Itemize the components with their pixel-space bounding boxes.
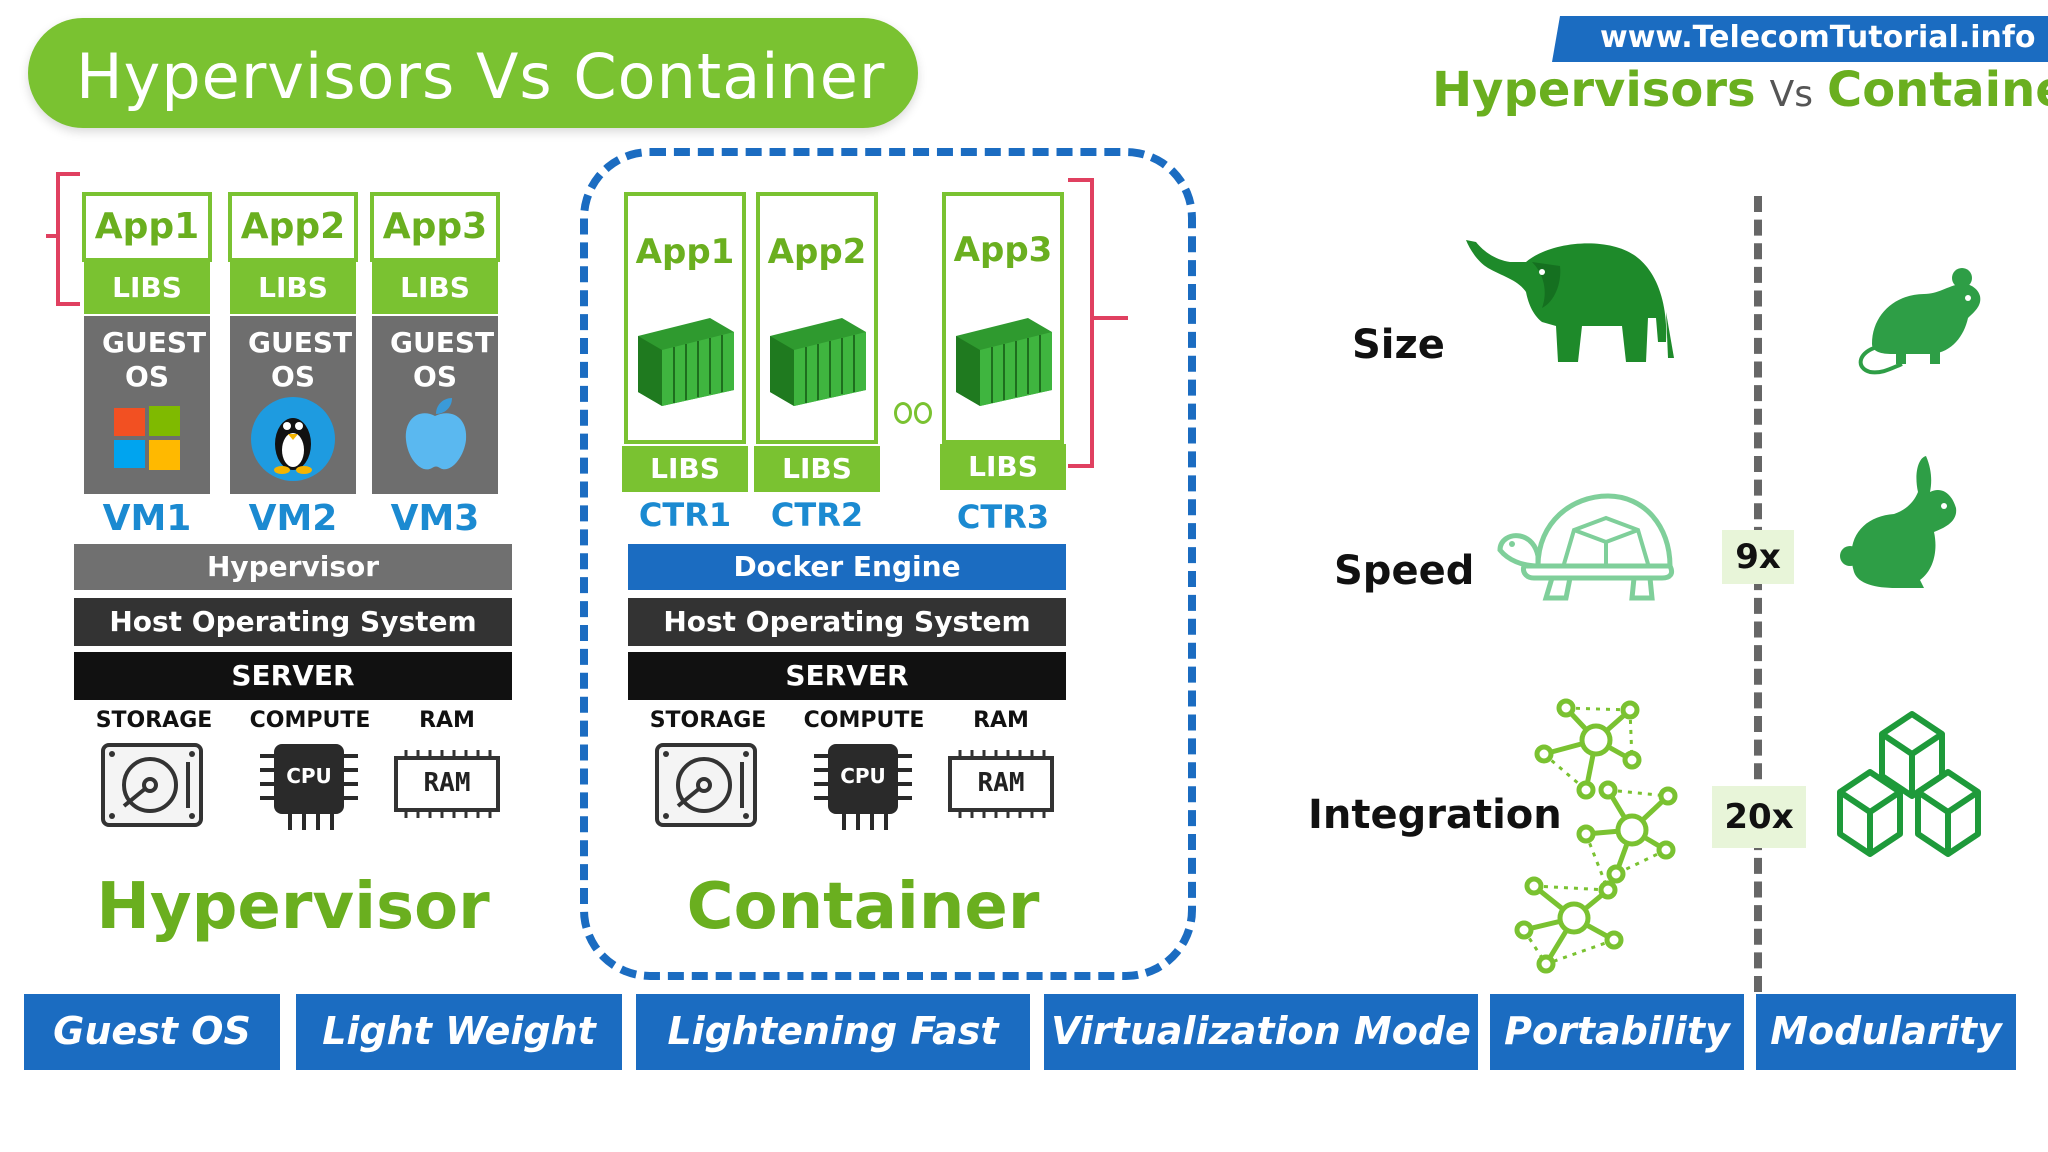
ctr1-libs: LIBS: [622, 446, 748, 492]
ellipsis-dot: [914, 402, 932, 424]
tab-virtualization-mode[interactable]: Virtualization Mode: [1044, 994, 1478, 1070]
tab-guest-os[interactable]: Guest OS: [24, 994, 280, 1070]
vm2-app: App2: [228, 192, 358, 262]
compute-label-left: COMPUTE: [249, 708, 371, 733]
ram-icon-left: RAM: [392, 746, 502, 822]
cpu-icon-right: CPU: [806, 740, 920, 836]
host-os-layer-right: Host Operating System: [628, 598, 1066, 646]
rabbit-icon: [1840, 456, 1957, 588]
ram-label-right: RAM: [973, 708, 1029, 733]
vm1-guest-os-label: GUEST OS: [102, 326, 207, 393]
cpu-text-right: CPU: [840, 764, 886, 788]
vm1-app: App1: [82, 192, 212, 262]
storage-label-right: STORAGE: [649, 708, 767, 733]
size-label: Size: [1352, 322, 1445, 368]
ctr2-libs: LIBS: [754, 446, 880, 492]
subtitle-right: Container: [1826, 62, 2048, 118]
vm-bracket-tip: [46, 234, 58, 238]
tab-modularity[interactable]: Modularity: [1756, 994, 2016, 1070]
elephant-icon: [1466, 240, 1674, 362]
title-banner: [28, 18, 918, 128]
vm3-app: App3: [370, 192, 500, 262]
windows-icon: [114, 406, 180, 470]
tab-lightening-fast[interactable]: Lightening Fast: [636, 994, 1030, 1070]
container-bracket-tip: [1090, 316, 1128, 320]
ram-text-left: RAM: [423, 768, 471, 798]
ram-label-left: RAM: [419, 708, 475, 733]
integration-multiplier: 20x: [1712, 786, 1806, 848]
vm3-label: VM3: [390, 498, 480, 539]
shipping-container-icon: [770, 318, 866, 406]
shipping-container-icon: [638, 318, 734, 406]
host-os-layer-left: Host Operating System: [74, 598, 512, 646]
ctr3-label: CTR3: [956, 498, 1050, 536]
ctr1-box: [624, 192, 746, 444]
tab-light-weight[interactable]: Light Weight: [296, 994, 622, 1070]
storage-icon: [101, 743, 203, 827]
compute-label-right: COMPUTE: [803, 708, 925, 733]
cubes-icon: [1837, 711, 1981, 857]
container-dashed-frame: [580, 148, 1196, 980]
ctr2-box: [756, 192, 878, 444]
ctr3-app: App3: [953, 230, 1053, 270]
ctr1-app: App1: [635, 232, 735, 272]
hypervisor-layer: Hypervisor: [74, 544, 512, 590]
vm2-guest-os-label: GUEST OS: [248, 326, 353, 393]
ctr3-libs: LIBS: [940, 444, 1066, 490]
ctr2-app: App2: [767, 232, 867, 272]
cpu-icon-left: CPU: [252, 740, 366, 836]
network-nodes-icon: [1514, 698, 1678, 974]
vm1-libs: LIBS: [84, 262, 210, 314]
vm-bracket: [56, 172, 80, 306]
storage-icon: [655, 743, 757, 827]
vm2-guest-os: GUEST OS: [230, 316, 356, 494]
storage-label-left: STORAGE: [95, 708, 213, 733]
ram-text-right: RAM: [977, 768, 1025, 798]
ellipsis-dot: [894, 402, 912, 424]
subtitle: Hypervisors Vs Container: [1432, 62, 2048, 118]
subtitle-vs: Vs: [1769, 74, 1813, 115]
integration-label: Integration: [1308, 792, 1562, 838]
docker-engine-layer: Docker Engine: [628, 544, 1066, 590]
speed-label: Speed: [1334, 548, 1475, 594]
vm3-guest-os: GUEST OS: [372, 316, 498, 494]
website-tab: [1552, 16, 2048, 62]
ctr2-label: CTR2: [770, 496, 864, 534]
vm2-label: VM2: [248, 498, 338, 539]
tab-portability[interactable]: Portability: [1490, 994, 1744, 1070]
apple-icon: [405, 398, 467, 470]
linux-icon: [251, 397, 335, 481]
container-caption: Container: [686, 870, 1040, 944]
mouse-icon: [1858, 268, 1981, 375]
website-label: www.TelecomTutorial.info: [1600, 20, 2036, 55]
vm3-libs: LIBS: [372, 262, 498, 314]
comparison-divider: [1754, 196, 1762, 992]
container-bracket: [1068, 178, 1094, 468]
vm2-libs: LIBS: [230, 262, 356, 314]
ram-icon-right: RAM: [946, 746, 1056, 822]
ctr1-label: CTR1: [638, 496, 732, 534]
vm1-label: VM1: [102, 498, 192, 539]
page-title: Hypervisors Vs Container: [76, 40, 886, 113]
vm1-guest-os: GUEST OS: [84, 316, 210, 494]
ctr3-box: [942, 192, 1064, 444]
vm3-guest-os-label: GUEST OS: [390, 326, 495, 393]
server-layer-left: SERVER: [74, 652, 512, 700]
turtle-icon: [1497, 493, 1675, 601]
hypervisor-caption: Hypervisor: [96, 870, 490, 944]
server-layer-right: SERVER: [628, 652, 1066, 700]
shipping-container-icon: [956, 318, 1052, 406]
speed-multiplier: 9x: [1722, 530, 1794, 584]
cpu-text-left: CPU: [286, 764, 332, 788]
subtitle-left: Hypervisors: [1432, 62, 1756, 118]
